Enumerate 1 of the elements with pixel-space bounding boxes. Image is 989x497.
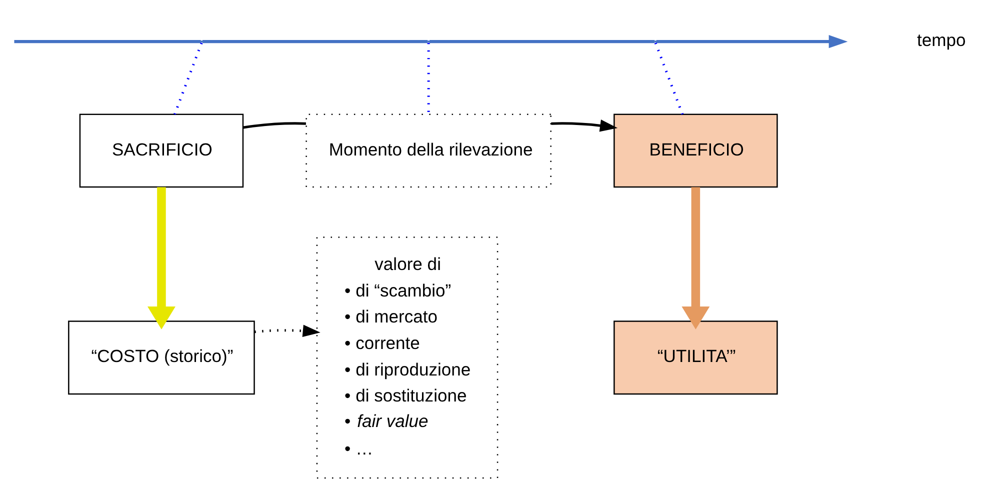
label: tempo xyxy=(917,30,966,50)
